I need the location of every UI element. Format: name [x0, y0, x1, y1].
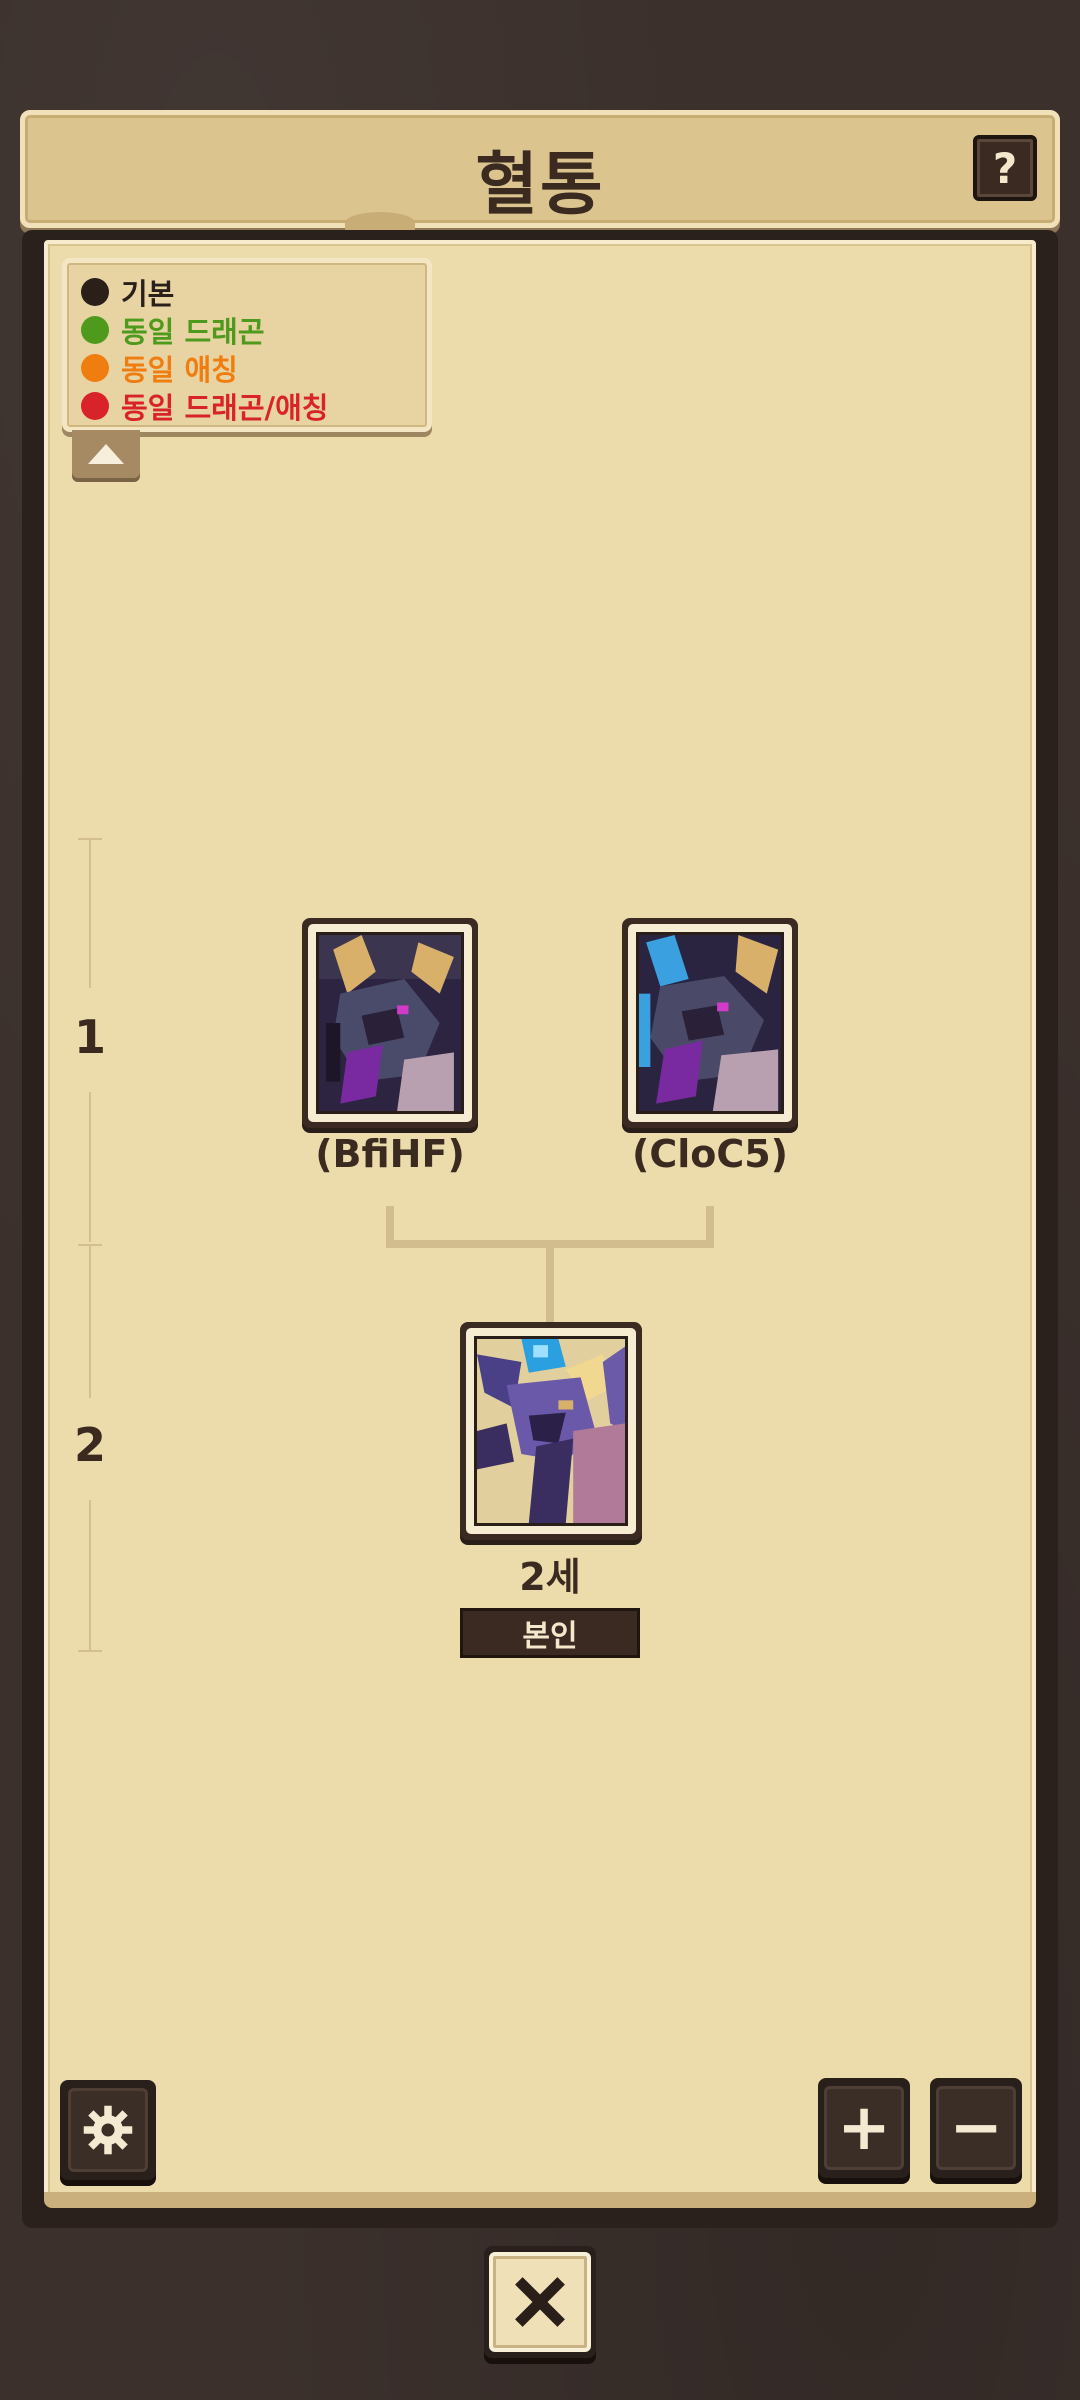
zoom-in-button[interactable]: + [818, 2078, 910, 2178]
dragon-portrait-icon [316, 932, 464, 1114]
ruler-tick [78, 1650, 102, 1652]
chevron-up-icon [88, 444, 124, 464]
self-name: 2세 [519, 1555, 581, 1599]
legend: 기본 동일 드래곤 동일 애칭 동일 드래곤/애칭 [62, 258, 432, 432]
help-button[interactable]: ? [973, 135, 1037, 201]
legend-item-same-both: 동일 드래곤/애칭 [81, 387, 427, 425]
page-title: 혈통 [475, 146, 605, 225]
title-bar: 혈통 ? [20, 110, 1060, 228]
settings-button[interactable] [60, 2080, 156, 2180]
title-knob [345, 212, 415, 234]
ruler-line [89, 1244, 91, 1398]
legend-label: 동일 드래곤/애칭 [121, 391, 329, 425]
generation-label-2: 2 [73, 1418, 106, 1472]
legend-label: 동일 드래곤 [121, 315, 265, 349]
minus-icon: − [936, 2086, 1016, 2170]
lineage-panel[interactable] [44, 240, 1036, 2202]
close-button[interactable] [484, 2246, 596, 2358]
panel-bottom-edge [44, 2192, 1036, 2208]
legend-dot-icon [81, 316, 109, 344]
self-dragon-card[interactable] [460, 1322, 642, 1540]
ruler-line [89, 1092, 91, 1242]
connector-down [546, 1244, 554, 1324]
gear-icon [83, 2105, 133, 2155]
parent-dragon-card-1[interactable] [302, 918, 478, 1128]
help-icon: ? [992, 143, 1018, 193]
parent-name-1: (BfiHF) [315, 1132, 465, 1176]
dragon-portrait-icon [636, 932, 784, 1114]
ruler-line [89, 838, 91, 988]
legend-label: 동일 애칭 [121, 353, 238, 387]
legend-label: 기본 [121, 277, 175, 311]
self-badge: 본인 [460, 1608, 640, 1658]
dragon-portrait-icon [474, 1336, 628, 1526]
ruler-line [89, 1500, 91, 1650]
connector-right [706, 1206, 714, 1248]
connector-left [386, 1206, 394, 1248]
legend-item-same-nickname: 동일 애칭 [81, 349, 427, 387]
legend-dot-icon [81, 392, 109, 420]
legend-collapse-button[interactable] [72, 430, 140, 478]
legend-dot-icon [81, 354, 109, 382]
parent-name-2: (CloC5) [631, 1132, 789, 1176]
zoom-out-button[interactable]: − [930, 2078, 1022, 2178]
close-icon [515, 2277, 565, 2327]
legend-dot-icon [81, 278, 109, 306]
plus-icon: + [824, 2086, 904, 2170]
legend-item-basic: 기본 [81, 273, 427, 311]
parent-dragon-card-2[interactable] [622, 918, 798, 1128]
legend-item-same-dragon: 동일 드래곤 [81, 311, 427, 349]
generation-label-1: 1 [73, 1010, 106, 1064]
